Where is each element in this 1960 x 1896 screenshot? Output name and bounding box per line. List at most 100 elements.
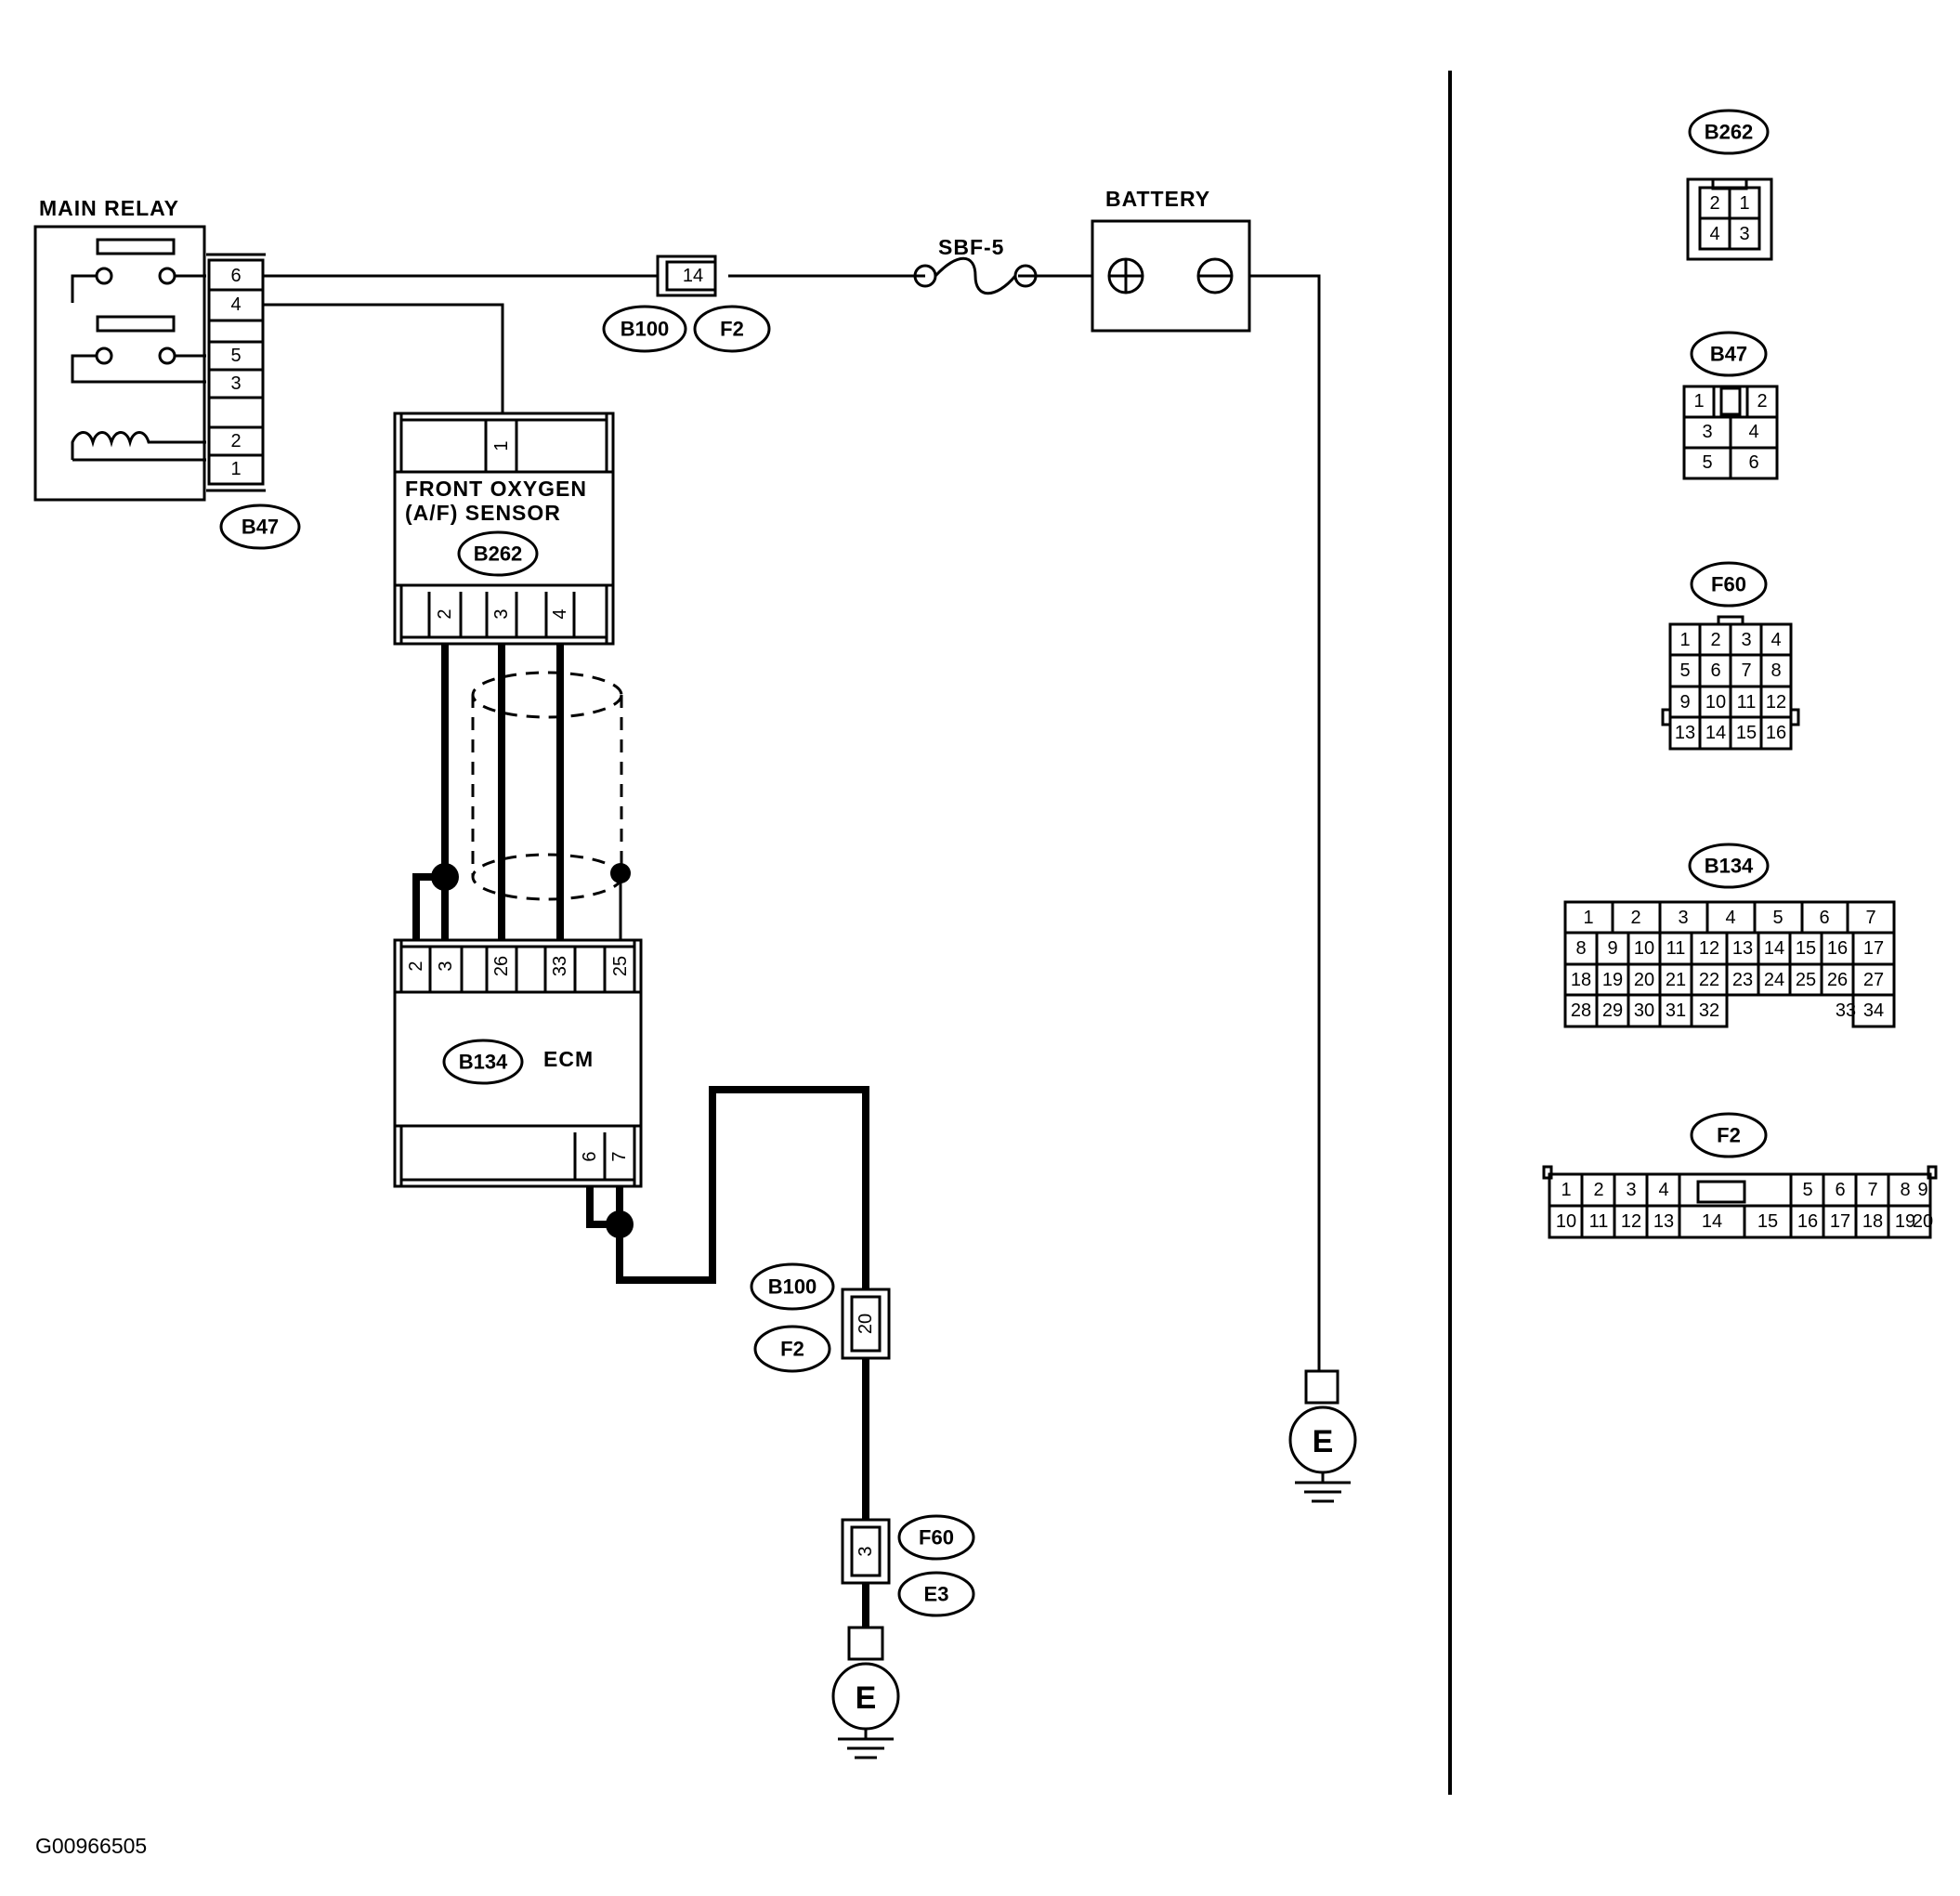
svg-text:8: 8 [1771,660,1781,681]
svg-text:3: 3 [1702,422,1712,442]
svg-text:2: 2 [1630,908,1640,928]
svg-text:10: 10 [1556,1211,1576,1232]
svg-text:B47: B47 [242,516,279,539]
ecm-pin-7: 7 [609,1151,630,1161]
battery [1091,219,1251,333]
ecm-pin-33: 33 [550,956,570,976]
svg-text:3: 3 [1678,908,1688,928]
ecm-pin-3: 3 [436,961,456,971]
splice-point-ecm-ground [606,1210,634,1238]
svg-text:F2: F2 [780,1338,804,1361]
svg-text:4: 4 [1771,630,1781,650]
svg-text:1: 1 [1693,391,1704,412]
fuse-sbf5 [913,256,1038,295]
relay-pin-3: 3 [230,373,241,394]
junction-pin-3: 3 [856,1546,876,1556]
svg-text:F60: F60 [1711,573,1746,596]
svg-text:B262: B262 [474,543,523,566]
svg-text:20: 20 [1634,970,1654,990]
svg-text:B262: B262 [1705,121,1754,144]
connector-tag-b262-sensor: B262 [457,530,539,577]
connector-tag-e3: E3 [897,1571,975,1617]
svg-text:33: 33 [1836,1000,1856,1021]
svg-text:E3: E3 [924,1583,949,1606]
svg-text:16: 16 [1766,723,1786,743]
svg-text:6: 6 [1748,452,1758,473]
svg-text:22: 22 [1699,970,1719,990]
sensor-pin-3: 3 [491,608,512,619]
wire-battery-neg-to-ground [1249,274,1321,1371]
splice-point-sensor2 [431,863,459,891]
svg-text:16: 16 [1827,938,1848,959]
svg-text:5: 5 [1802,1180,1812,1200]
ecm-label: ECM [543,1047,594,1071]
svg-text:9: 9 [1917,1180,1927,1200]
svg-text:3: 3 [1741,630,1751,650]
connector-tag-b100-upper: B100 [602,305,687,353]
svg-text:B134: B134 [459,1051,508,1074]
sensor-label-line1: FRONT OXYGEN [405,477,587,501]
wire-ecm-ground [586,1086,869,1628]
svg-text:1: 1 [1583,908,1593,928]
svg-text:1: 1 [1679,630,1690,650]
connector-tag-f2-lower: F2 [753,1325,831,1373]
wire-shield [471,671,623,901]
svg-text:11: 11 [1737,692,1757,713]
svg-text:31: 31 [1666,1000,1686,1021]
svg-text:1: 1 [1561,1180,1571,1200]
svg-text:B100: B100 [768,1275,817,1299]
svg-text:17: 17 [1863,938,1884,959]
svg-text:19: 19 [1602,970,1623,990]
svg-text:7: 7 [1865,908,1875,928]
svg-text:20: 20 [1913,1211,1933,1232]
svg-text:12: 12 [1766,692,1786,713]
relay-pin-6: 6 [230,266,241,286]
svg-text:1: 1 [1739,193,1749,214]
ecm-pin-25: 25 [610,956,631,976]
ecm-pin-6: 6 [580,1151,600,1161]
junction-pin-14: 14 [683,266,703,286]
relay-pin-5: 5 [230,346,241,366]
svg-text:4: 4 [1748,422,1758,442]
svg-text:8: 8 [1900,1180,1910,1200]
svg-text:34: 34 [1863,1000,1884,1021]
svg-text:8: 8 [1575,938,1586,959]
relay-pin-1: 1 [230,459,241,479]
relay-connector-b47: 6 4 5 3 2 1 [206,253,266,492]
connector-tag-b100-lower: B100 [750,1262,835,1311]
sensor-pin-1: 1 [491,440,512,451]
ground-symbol-ecm: E [831,1626,900,1759]
svg-text:23: 23 [1732,970,1753,990]
svg-text:4: 4 [1709,224,1719,244]
svg-text:19: 19 [1895,1211,1915,1232]
svg-text:18: 18 [1571,970,1591,990]
svg-text:E: E [1313,1424,1334,1459]
svg-text:21: 21 [1666,970,1686,990]
wire-relay4-to-sensor1 [263,303,504,413]
svg-text:B47: B47 [1710,343,1747,366]
svg-text:30: 30 [1634,1000,1654,1021]
svg-text:F60: F60 [919,1526,954,1549]
connector-tag-f2-upper: F2 [693,305,771,353]
sensor-label-line2: (A/F) SENSOR [405,501,561,525]
svg-text:18: 18 [1862,1211,1883,1232]
svg-text:16: 16 [1797,1211,1818,1232]
svg-text:2: 2 [1757,391,1767,412]
svg-text:7: 7 [1867,1180,1877,1200]
svg-text:15: 15 [1757,1211,1778,1232]
relay-pin-2: 2 [230,431,241,451]
ecm: 2 3 26 33 25 ECM 6 7 [393,938,643,1188]
junction-b100-f2-lower: 20 [841,1288,891,1360]
svg-text:29: 29 [1602,1000,1623,1021]
svg-text:6: 6 [1710,660,1720,681]
svg-text:7: 7 [1741,660,1751,681]
svg-text:4: 4 [1658,1180,1668,1200]
svg-text:2: 2 [1710,630,1720,650]
figure-id: G00966505 [35,1834,147,1858]
svg-text:13: 13 [1675,723,1695,743]
relay-pin-4: 4 [230,294,241,315]
ecm-pin-2: 2 [406,961,426,971]
svg-text:13: 13 [1732,938,1753,959]
svg-text:28: 28 [1571,1000,1591,1021]
